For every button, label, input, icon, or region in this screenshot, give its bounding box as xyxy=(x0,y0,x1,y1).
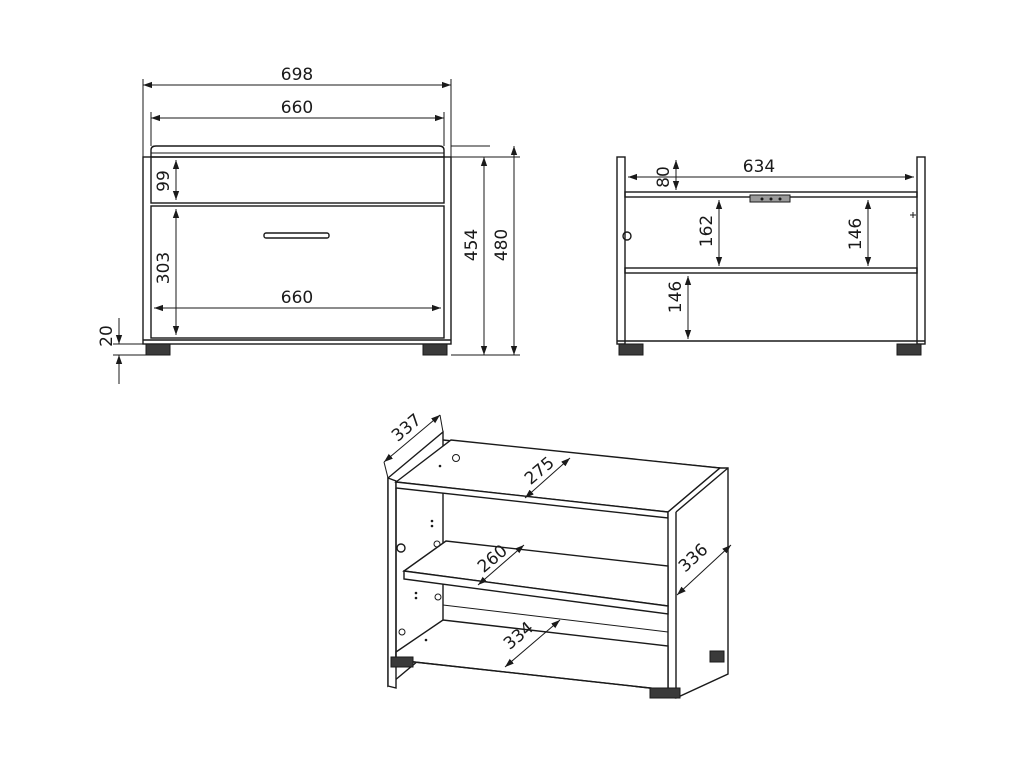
front-foot-right xyxy=(422,343,448,356)
iso-cam-lock xyxy=(396,543,406,553)
dim-303: 303 xyxy=(154,252,174,284)
front-foot-left xyxy=(145,343,171,356)
dim-80: 80 xyxy=(654,166,674,188)
dim-line-275 xyxy=(524,457,571,499)
dim-line-336 xyxy=(676,544,732,596)
dim-line-260 xyxy=(477,544,525,586)
dim-660-top: 660 xyxy=(281,98,313,118)
dim-480: 480 xyxy=(492,229,512,261)
section-view: 634 80 162 146 146 xyxy=(616,156,926,356)
front-top-compartment xyxy=(150,156,445,204)
dim-337: 337 xyxy=(388,410,426,446)
dim-146-upper: 146 xyxy=(846,218,866,250)
front-drawer xyxy=(150,205,445,339)
section-shelf xyxy=(624,267,918,274)
iso-foot-left xyxy=(390,656,414,668)
section-left-panel xyxy=(616,156,626,345)
iso-left-panel-edge xyxy=(387,476,397,689)
dim-line-334 xyxy=(504,619,561,668)
front-cabinet-outline xyxy=(142,156,452,345)
section-foot-left xyxy=(618,343,644,356)
dim-162: 162 xyxy=(697,215,717,247)
dim-146-lower: 146 xyxy=(666,281,686,313)
dim-634: 634 xyxy=(743,157,775,177)
front-top-cushion xyxy=(150,145,445,157)
dim-20: 20 xyxy=(97,325,117,347)
drawer-handle xyxy=(263,232,330,239)
cam-lock xyxy=(622,231,632,241)
section-foot-right xyxy=(896,343,922,356)
dim-698: 698 xyxy=(281,65,313,85)
iso-foot-front xyxy=(649,687,681,699)
dim-line-337 xyxy=(383,414,441,463)
dim-99: 99 xyxy=(154,170,174,192)
front-view: 698 660 99 303 660 20 454 480 xyxy=(97,65,520,384)
dim-454: 454 xyxy=(462,229,482,261)
iso-foot-right xyxy=(709,650,725,663)
dim-660-drawer: 660 xyxy=(281,288,313,308)
section-right-panel xyxy=(916,156,926,345)
iso-view: 337 275 260 334 336 xyxy=(383,410,732,699)
